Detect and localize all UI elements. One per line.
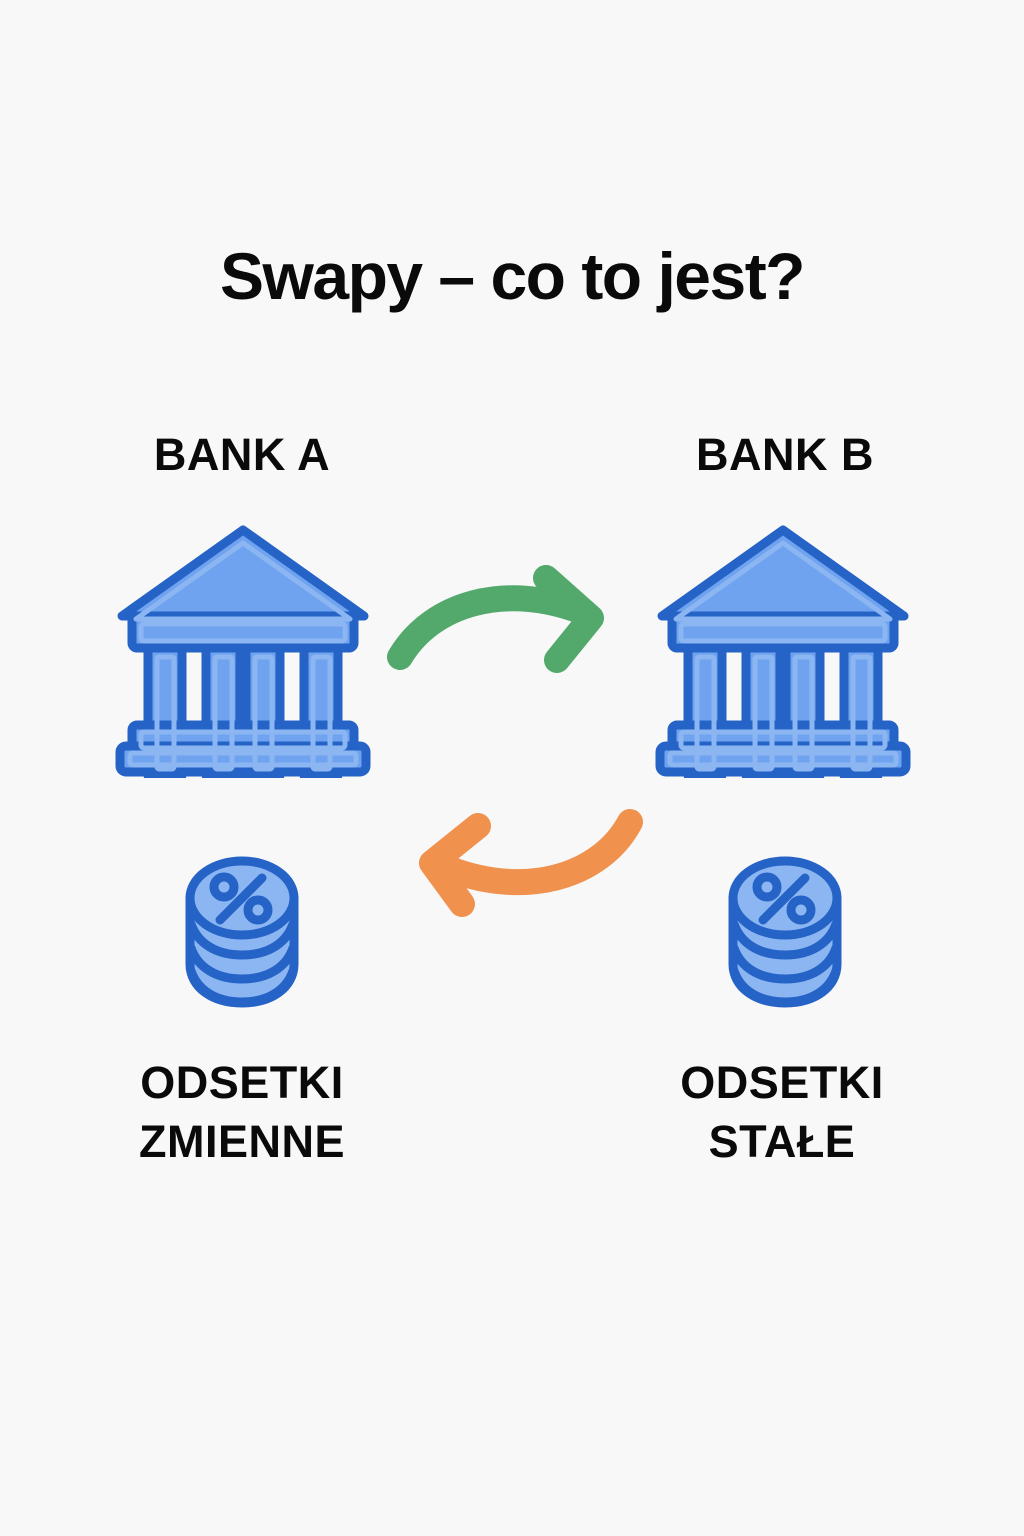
bank-b-label: BANK B <box>696 429 874 480</box>
arrow-left-curved-orange <box>380 804 646 922</box>
coin-stack-percent-icon <box>182 852 302 1010</box>
bank-building-icon <box>112 516 374 778</box>
bank-building-icon <box>652 516 914 778</box>
coin-stack-percent-icon <box>725 852 845 1010</box>
interest-variable-label: ODSETKI ZMIENNE <box>52 1053 432 1172</box>
interest-variable-line1: ODSETKI <box>140 1057 344 1108</box>
interest-fixed-label: ODSETKI STAŁE <box>592 1053 972 1172</box>
bank-a-label: BANK A <box>153 429 331 480</box>
interest-fixed-line1: ODSETKI <box>680 1057 884 1108</box>
interest-fixed-line2: STAŁE <box>708 1116 856 1168</box>
interest-variable-line2: ZMIENNE <box>139 1116 345 1168</box>
page-title: Swapy – co to jest? <box>220 239 806 313</box>
arrow-right-curved-green <box>386 556 644 676</box>
